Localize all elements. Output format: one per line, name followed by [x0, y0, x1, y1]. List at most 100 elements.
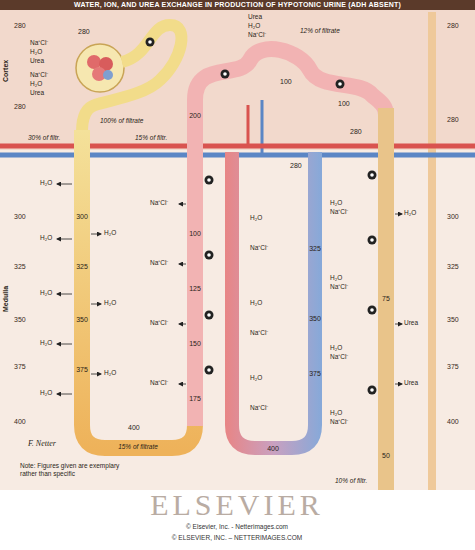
filtrate-percent: 15% of filtr. — [135, 135, 167, 142]
ascending-limb — [195, 49, 386, 426]
transport-label: Na⁺Cl⁻ — [30, 72, 48, 79]
osmolality-scale: 280 — [14, 22, 26, 29]
transport-label: H₂O — [330, 345, 342, 352]
transport-label: H₂O — [250, 215, 262, 222]
pump-core — [223, 72, 227, 76]
osmolality-value: 100 — [189, 230, 201, 237]
arteriole — [247, 105, 250, 146]
watermark: ELSEVIER — [150, 490, 324, 520]
pump-core — [148, 40, 152, 44]
pump — [368, 236, 377, 245]
transport-label: Na⁺Cl⁻ — [330, 209, 348, 216]
pump — [205, 311, 214, 320]
flux-arrow — [91, 234, 101, 235]
pump — [205, 366, 214, 375]
osmolality-value: 375 — [309, 370, 321, 377]
pump-core — [370, 238, 374, 242]
flux-arrow — [57, 294, 72, 295]
filtrate-percent: 30% of filtr. — [28, 135, 60, 142]
osmolality-scale: 350 — [447, 316, 459, 323]
transport-label: H₂O — [330, 200, 342, 207]
flux-arrow — [395, 324, 402, 325]
pump — [146, 38, 155, 47]
transport-label: Na⁺Cl⁻ — [330, 354, 348, 361]
zone-label: Medulla — [2, 286, 9, 312]
transport-label: H₂O — [250, 375, 262, 382]
osmolality-value: 375 — [76, 366, 88, 373]
transport-label: H₂O — [40, 180, 52, 187]
glomerulus — [87, 55, 101, 69]
transport-label: H₂O — [330, 275, 342, 282]
transport-label: H₂O — [250, 300, 262, 307]
transport-label: H₂O — [40, 290, 52, 297]
copyright: © ELSEVIER, INC. – NETTERIMAGES.COM — [172, 535, 302, 542]
flux-arrow — [57, 239, 72, 240]
osmolality-value: 150 — [189, 340, 201, 347]
copyright: © Elsevier, Inc. - Netterimages.com — [186, 524, 288, 531]
transport-label: Na⁺Cl⁻ — [150, 380, 168, 387]
flux-arrow — [57, 344, 72, 345]
proximal-tubule — [82, 25, 181, 132]
zone-label: Cortex — [2, 60, 9, 82]
osmolality-scale: 400 — [14, 418, 26, 425]
osmolality-scale: 400 — [447, 418, 459, 425]
transport-label: Na⁺Cl⁻ — [150, 320, 168, 327]
pump-core — [207, 253, 211, 257]
vasa-recta — [232, 152, 315, 448]
flux-arrow — [179, 204, 186, 205]
osmolality-value: 125 — [189, 285, 201, 292]
filtrate-percent: 10% of filtr. — [335, 478, 367, 485]
flux-arrow — [179, 384, 186, 385]
pump — [336, 80, 345, 89]
osmolality-value: 100 — [280, 78, 292, 85]
pump — [368, 171, 377, 180]
flux-arrow — [57, 184, 72, 185]
collecting-duct-neighbour — [428, 12, 436, 490]
osmolality-scale: 350 — [14, 316, 26, 323]
osmolality-value: 325 — [76, 263, 88, 270]
pump — [368, 386, 377, 395]
note: Note: Figures given are exemplary rather… — [20, 462, 120, 478]
osmolality-value: 100 — [338, 100, 350, 107]
transport-label: Urea — [248, 14, 262, 21]
transport-label: Na⁺Cl⁻ — [250, 330, 268, 337]
flux-arrow — [91, 374, 101, 375]
osmolality-value: 300 — [76, 213, 88, 220]
transport-label: Na⁺Cl⁻ — [250, 245, 268, 252]
title-bar — [0, 0, 475, 10]
pump-core — [207, 368, 211, 372]
osmolality-scale: 300 — [14, 213, 26, 220]
osmolality-value: 400 — [267, 445, 279, 452]
transport-label: H₂O — [40, 340, 52, 347]
transport-label: H₂O — [404, 210, 416, 217]
pump-core — [207, 313, 211, 317]
transport-label: H₂O — [248, 23, 260, 30]
bowman-capsule — [76, 44, 124, 92]
transport-label: H₂O — [40, 390, 52, 397]
flux-arrows — [57, 184, 402, 394]
flux-arrow — [179, 324, 186, 325]
transport-label: Urea — [30, 58, 44, 65]
osmolality-value: 350 — [309, 315, 321, 322]
collecting-duct — [378, 108, 394, 490]
flux-arrow — [395, 214, 402, 215]
medulla-ground — [0, 150, 475, 490]
arcuate-artery — [0, 144, 475, 149]
transport-label: Na⁺Cl⁻ — [150, 200, 168, 207]
figure-title: WATER, ION, AND UREA EXCHANGE IN PRODUCT… — [0, 1, 475, 8]
osmolality-value: 325 — [309, 245, 321, 252]
pump-core — [338, 82, 342, 86]
osmolality-value: 350 — [76, 316, 88, 323]
flux-arrow — [57, 394, 72, 395]
osmolality-scale: 325 — [447, 263, 459, 270]
osmolality-scale: 375 — [14, 363, 26, 370]
artist-signature: F. Netter — [28, 440, 56, 448]
transport-label: H₂O — [330, 410, 342, 417]
osmolality-scale: 280 — [447, 22, 459, 29]
pump — [221, 70, 230, 79]
filtrate-percent: 100% of filtrate — [100, 118, 143, 125]
transport-label: Urea — [404, 320, 418, 327]
transport-label: Na⁺Cl⁻ — [330, 284, 348, 291]
transport-label: H₂O — [104, 370, 116, 377]
